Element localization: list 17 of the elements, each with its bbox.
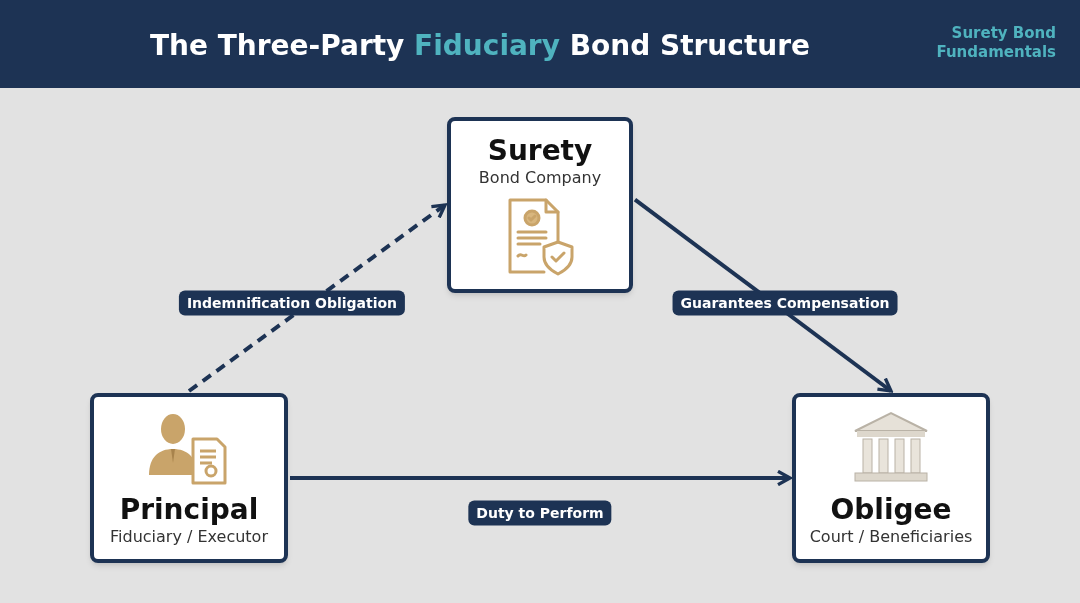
node-subtitle: Court / Beneficiaries (809, 527, 973, 547)
arrow (290, 469, 792, 487)
arrow (187, 203, 447, 393)
edge-label: Guarantees Compensation (672, 290, 898, 316)
party-box (90, 393, 288, 563)
edge-label: Duty to Perform (468, 500, 612, 526)
party-box (447, 117, 633, 293)
node-subtitle: Fiduciary / Executor (110, 527, 268, 547)
arrow (633, 198, 893, 393)
node-title: Obligee (830, 493, 952, 527)
node-subtitle: Bond Company (478, 168, 602, 188)
subtitle: Surety Bond Fundamentals (936, 24, 1056, 62)
edge-label: Indemnification Obligation (178, 290, 406, 316)
title: The Three-Party Fiduciary Bond Structure (150, 28, 810, 64)
node-title: Surety (487, 134, 593, 168)
node-title: Principal (119, 493, 259, 527)
party-box (792, 393, 990, 563)
